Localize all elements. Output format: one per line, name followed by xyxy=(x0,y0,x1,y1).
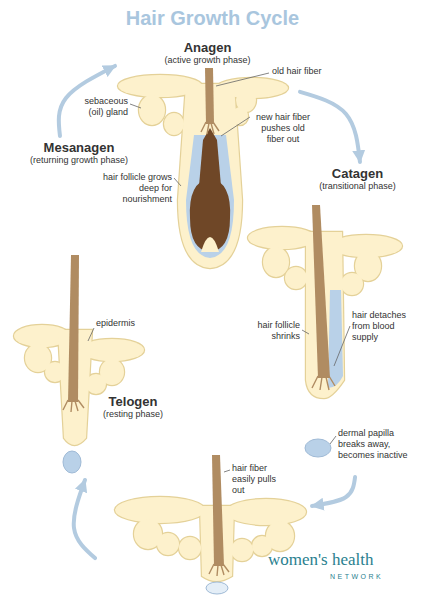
phase-stage: Telogen(resting phase) xyxy=(95,390,312,596)
new-hair-fiber xyxy=(199,128,221,186)
phase-name: Anagen xyxy=(115,40,300,55)
cycle-arrow xyxy=(74,480,95,558)
part-label: new hair fiber pushes old fiber out xyxy=(252,112,314,145)
telogen-follicle xyxy=(206,455,229,594)
anagen-follicle xyxy=(186,68,234,258)
cycle-arrow xyxy=(300,92,360,162)
phase-stage: Mesanagen(returning growth phase) xyxy=(8,136,150,480)
hair-root xyxy=(312,376,335,390)
part-label: hair follicle grows deep for nourishment xyxy=(94,172,172,205)
phase-stage: Catagen(transitional phase) xyxy=(245,162,420,477)
phase-subtitle: (active growth phase) xyxy=(115,55,300,66)
phase-stage: Anagen(active growth phase) xyxy=(115,36,300,268)
dermal-papilla xyxy=(201,237,219,252)
leader-line xyxy=(302,330,309,334)
dermal-papilla xyxy=(206,582,228,594)
hair-root xyxy=(63,400,84,412)
part-label: epidermis xyxy=(96,318,135,329)
hair-fiber xyxy=(68,255,79,402)
part-label: sebaceous (oil) gland xyxy=(74,96,128,118)
phase-name: Catagen xyxy=(295,166,420,181)
leader-line xyxy=(130,104,141,108)
logo-text: NETWORK xyxy=(330,572,383,581)
hair-root xyxy=(209,564,229,576)
leader-line xyxy=(174,178,181,186)
part-label: hair fiber easily pulls out xyxy=(232,463,288,496)
dermal-papilla xyxy=(305,439,331,457)
leader-line xyxy=(330,436,336,444)
catagen-follicle xyxy=(305,205,343,457)
follicle-sheath xyxy=(328,290,343,388)
phase-subtitle: (returning growth phase) xyxy=(8,155,150,166)
hair-fiber xyxy=(212,455,224,566)
hair-fiber xyxy=(312,205,330,378)
mesanagen-follicle xyxy=(63,255,84,473)
old-hair-fiber xyxy=(205,68,214,124)
skin-tissue xyxy=(14,75,402,581)
leader-line xyxy=(334,326,350,366)
logo-text: women's health xyxy=(268,550,374,569)
phase-subtitle: (transitional phase) xyxy=(295,181,420,192)
part-label: old hair fiber xyxy=(272,66,322,77)
cycle-arrow xyxy=(59,66,115,136)
hair-bulb xyxy=(190,178,230,252)
part-label: hair detaches from blood supply xyxy=(352,310,414,343)
cycle-arrow xyxy=(312,477,355,506)
phase-name: Telogen xyxy=(95,394,171,409)
part-label: dermal papilla breaks away, becomes inac… xyxy=(338,428,414,461)
hair-root xyxy=(201,122,219,134)
leader-line xyxy=(224,470,230,472)
dermal-papilla xyxy=(63,451,81,473)
phase-subtitle: (resting phase) xyxy=(95,409,171,420)
diagram-title: Hair Growth Cycle xyxy=(0,7,425,30)
skin-outline xyxy=(14,75,402,581)
part-label: hair follicle shrinks xyxy=(244,320,300,342)
leader-line xyxy=(216,73,269,86)
phase-name: Mesanagen xyxy=(8,140,150,155)
leader-line xyxy=(221,117,250,136)
leader-line xyxy=(88,328,94,341)
leader-lines xyxy=(88,73,350,472)
